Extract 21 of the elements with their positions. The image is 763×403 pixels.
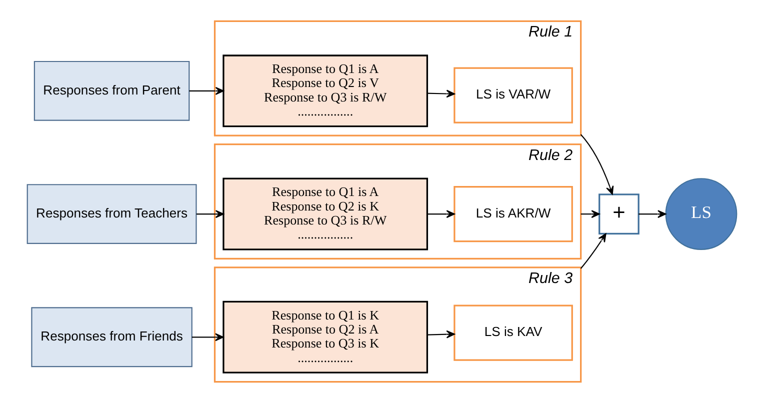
arrow bbox=[426, 330, 454, 338]
node-box: LS is KAV bbox=[453, 304, 572, 361]
arrow bbox=[191, 333, 224, 342]
arrow bbox=[188, 86, 224, 95]
arrow bbox=[580, 210, 600, 218]
arrow bbox=[638, 210, 666, 218]
node-box: LS is AKR/W bbox=[453, 186, 572, 242]
node-box: Responses from Friends bbox=[30, 307, 192, 368]
node-box: LS is VAR/W bbox=[453, 67, 572, 124]
arrow bbox=[426, 90, 454, 98]
arrow bbox=[426, 210, 454, 218]
node-box: Response to Q1 is K Response to Q2 is A Response to Q3 is K ................. bbox=[222, 300, 428, 374]
node-box: Responses from Parent bbox=[33, 60, 190, 121]
node-box: Response to Q1 is A Response to Q2 is K Response to Q3 is R/W ................. bbox=[222, 178, 428, 250]
arrow bbox=[580, 233, 606, 269]
node-box: + bbox=[598, 194, 639, 234]
node-box: Responses from Teachers bbox=[26, 184, 196, 244]
arrow bbox=[196, 210, 224, 218]
arrow bbox=[580, 134, 614, 195]
node-circle: LS bbox=[664, 178, 737, 250]
node-box: Response to Q1 is A Response to Q2 is V Response to Q3 is R/W ................. bbox=[222, 54, 428, 128]
